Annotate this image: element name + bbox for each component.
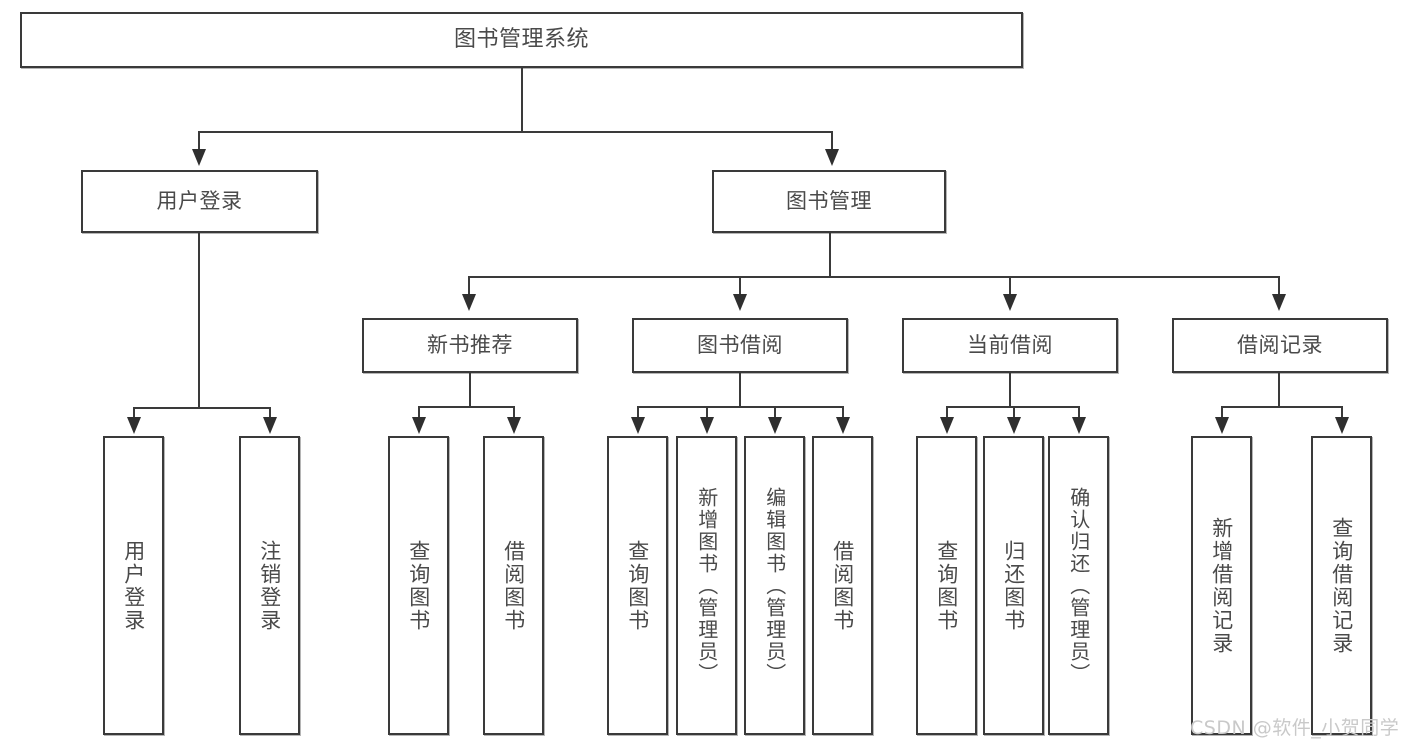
- connector-bm-branch-2: [739, 276, 741, 296]
- connector-bb-bar: [637, 406, 844, 408]
- node-label: 编辑图书（管理员）: [762, 486, 787, 685]
- connector-cb-branch-2: [1013, 406, 1015, 419]
- arrow-root-to-book-management: [825, 149, 839, 166]
- node-leaf-user-login[interactable]: 用户登录: [103, 436, 164, 735]
- node-label: 用户登录: [156, 188, 243, 213]
- connector-nbr-branch-2: [513, 406, 515, 419]
- connector-user-login-branch-2: [269, 407, 271, 419]
- arrow-to-leaf-borrow-book-1: [507, 417, 521, 434]
- node-label: 新增图书（管理员）: [694, 486, 719, 685]
- connector-root-to-book-management: [831, 131, 833, 151]
- arrow-to-current-borrow: [1003, 294, 1017, 311]
- arrow-to-new-book-recommend: [462, 294, 476, 311]
- node-label: 图书借阅: [697, 332, 783, 357]
- connector-cb-branch-3: [1078, 406, 1080, 419]
- connector-nbr-branch-1: [418, 406, 420, 419]
- node-root-system[interactable]: 图书管理系统: [20, 12, 1023, 68]
- arrow-to-leaf-add-book: [700, 417, 714, 434]
- connector-root-bar: [198, 131, 833, 133]
- node-label: 图书管理系统: [453, 26, 589, 52]
- arrow-to-leaf-borrow-book-2: [836, 417, 850, 434]
- node-label: 确认归还（管理员）: [1066, 486, 1091, 685]
- connector-nbr-stem: [469, 373, 471, 407]
- connector-bm-branch-1: [468, 276, 470, 296]
- arrow-to-book-borrow: [733, 294, 747, 311]
- arrow-to-leaf-edit-book: [768, 417, 782, 434]
- connector-root-to-user-login: [198, 131, 200, 151]
- connector-bb-branch-2: [706, 406, 708, 419]
- node-book-management[interactable]: 图书管理: [712, 170, 946, 233]
- connector-user-login-stem: [198, 233, 200, 408]
- node-leaf-borrow-book-2[interactable]: 借阅图书: [812, 436, 873, 735]
- node-leaf-return-book[interactable]: 归还图书: [983, 436, 1044, 735]
- connector-nbr-bar: [418, 406, 514, 408]
- node-label: 借阅图书: [830, 539, 855, 632]
- arrow-to-leaf-user-logout: [263, 417, 277, 434]
- connector-cb-stem: [1009, 373, 1011, 407]
- node-label: 新书推荐: [427, 332, 513, 357]
- node-label: 当前借阅: [967, 332, 1053, 357]
- arrow-to-leaf-query-record: [1335, 417, 1349, 434]
- connector-cb-branch-1: [946, 406, 948, 419]
- node-leaf-query-book-1[interactable]: 查询图书: [388, 436, 449, 735]
- node-borrow-record[interactable]: 借阅记录: [1172, 318, 1388, 373]
- arrow-to-leaf-confirm-return: [1072, 417, 1086, 434]
- arrow-to-leaf-user-login: [127, 417, 141, 434]
- node-user-login[interactable]: 用户登录: [81, 170, 318, 233]
- connector-user-login-bar: [133, 407, 271, 409]
- node-leaf-user-logout[interactable]: 注销登录: [239, 436, 300, 735]
- node-label: 查询图书: [625, 539, 650, 632]
- node-leaf-add-record[interactable]: 新增借阅记录: [1191, 436, 1252, 735]
- arrow-to-leaf-query-book-2: [631, 417, 645, 434]
- node-leaf-query-book-2[interactable]: 查询图书: [607, 436, 668, 735]
- connector-book-management-stem: [829, 233, 831, 277]
- arrow-to-leaf-query-book-1: [412, 417, 426, 434]
- node-new-book-recommend[interactable]: 新书推荐: [362, 318, 578, 373]
- connector-bb-branch-1: [637, 406, 639, 419]
- connector-bb-branch-4: [842, 406, 844, 419]
- node-leaf-borrow-book-1[interactable]: 借阅图书: [483, 436, 544, 735]
- connector-cb-bar: [946, 406, 1079, 408]
- connector-br-branch-2: [1341, 406, 1343, 419]
- node-label: 查询图书: [406, 539, 431, 632]
- node-book-borrow[interactable]: 图书借阅: [632, 318, 848, 373]
- connector-book-management-bar: [468, 276, 1280, 278]
- connector-bm-branch-3: [1009, 276, 1011, 296]
- node-label: 查询借阅记录: [1329, 516, 1354, 655]
- node-label: 注销登录: [257, 539, 282, 632]
- node-label: 归还图书: [1001, 539, 1026, 632]
- node-label: 图书管理: [786, 188, 872, 213]
- connector-br-branch-1: [1221, 406, 1223, 419]
- arrow-to-leaf-return-book: [1007, 417, 1021, 434]
- node-current-borrow[interactable]: 当前借阅: [902, 318, 1118, 373]
- node-label: 新增借阅记录: [1209, 516, 1234, 655]
- connector-root-stem: [521, 68, 523, 132]
- node-leaf-confirm-return[interactable]: 确认归还（管理员）: [1048, 436, 1109, 735]
- node-leaf-query-book-3[interactable]: 查询图书: [916, 436, 977, 735]
- node-label: 借阅图书: [501, 539, 526, 632]
- arrow-to-borrow-record: [1272, 294, 1286, 311]
- node-label: 借阅记录: [1237, 332, 1323, 357]
- connector-bb-branch-3: [774, 406, 776, 419]
- arrow-root-to-user-login: [192, 149, 206, 166]
- node-leaf-add-book[interactable]: 新增图书（管理员）: [676, 436, 737, 735]
- connector-br-stem: [1278, 373, 1280, 407]
- node-label: 查询图书: [934, 539, 959, 632]
- connector-br-bar: [1221, 406, 1341, 408]
- arrow-to-leaf-query-book-3: [940, 417, 954, 434]
- connector-bb-stem: [739, 373, 741, 407]
- node-leaf-query-record[interactable]: 查询借阅记录: [1311, 436, 1372, 735]
- connector-user-login-branch-1: [133, 407, 135, 419]
- watermark-text: CSDN @软件_小贺同学: [1190, 717, 1400, 739]
- node-label: 用户登录: [121, 539, 146, 632]
- arrow-to-leaf-add-record: [1215, 417, 1229, 434]
- connector-bm-branch-4: [1278, 276, 1280, 296]
- node-leaf-edit-book[interactable]: 编辑图书（管理员）: [744, 436, 805, 735]
